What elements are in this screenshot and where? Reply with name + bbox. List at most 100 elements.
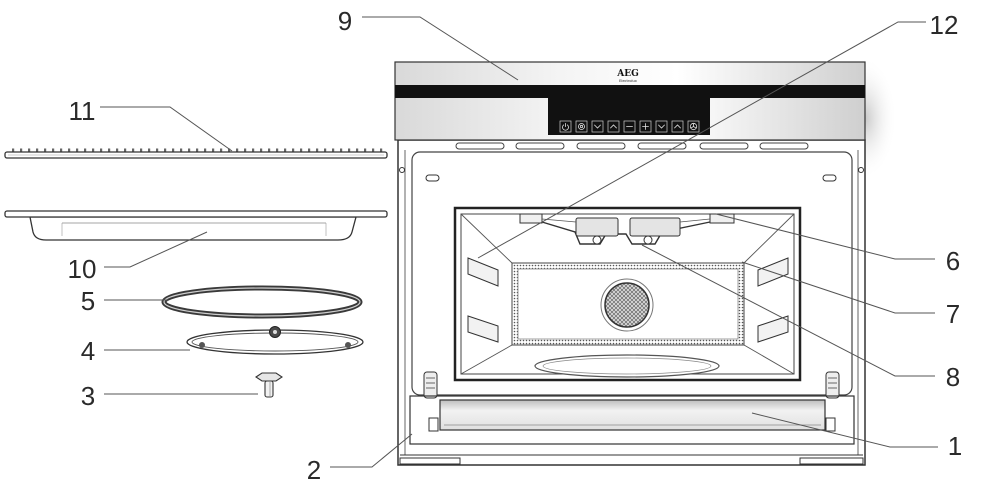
mesh-texture-bottom [512,339,744,345]
cavity-edge-bottom-left [460,344,513,375]
rack-tooth [252,148,255,153]
rack-tooth [20,148,23,153]
leader-lines [100,16,938,468]
rack-tooth [52,148,55,153]
leader-line-6 [715,213,935,260]
door-handle [439,399,826,431]
door-latch-slot-left [425,174,440,182]
hinge-left [423,371,438,399]
ring-groove [163,287,361,317]
fan-icon-ring [689,122,698,131]
rack-tooth [124,148,127,153]
rack-tooth [340,148,343,153]
rack-tooth [356,148,359,153]
panel-button-frame [655,120,668,133]
rack-tooth [164,148,167,153]
rack-tooth [308,148,311,153]
rack-tooth [84,148,87,153]
turntable-coupler [255,372,283,398]
rack-tooth [236,148,239,153]
rack-tooth [100,148,103,153]
fan-icon [689,122,698,131]
callout-11: 11 [69,96,96,126]
panel-button [591,120,604,133]
roller-wheel-left [199,342,205,348]
mesh-texture-top [512,263,744,269]
control-buttons [559,120,700,133]
chevron-up-icon [610,124,617,129]
door-bottom-panel [409,395,855,445]
power-icon [562,123,569,131]
callout-8: 8 [946,362,960,392]
roller-support [186,326,364,355]
panel-button [623,120,636,133]
hinge-right [825,371,840,399]
heater-terminal-left [592,235,602,245]
top-vent-slot [455,142,505,150]
panel-button [655,120,668,133]
door-catch-left [428,417,439,432]
panel-button-frame [575,120,588,133]
panel-button [671,120,684,133]
rack-tooth [196,148,199,153]
back-wall-inner [517,268,739,340]
rack-tooth [380,148,383,153]
rack-tooth [188,148,191,153]
shelf-support-left-upper [467,257,499,287]
panel-button [559,120,572,133]
brand-logo: AEG [616,69,639,79]
cavity-edge-top-left [460,213,513,264]
light-icon-ring [578,123,585,130]
rack-tooth [284,148,287,153]
rack-tooth [140,148,143,153]
chevron-down-icon-stroke [658,124,665,129]
screw-right [858,167,864,173]
turntable-glass [534,354,720,378]
rack-tooth [44,148,47,153]
panel-button [575,120,588,133]
rack-tooth [220,148,223,153]
heater-housing-right [629,217,681,237]
rack-tooth [212,148,215,153]
leader-line-12 [477,21,926,259]
top-vent-slot [759,142,809,150]
rack-tooth [92,148,95,153]
panel-button-frame [591,120,604,133]
rack-teeth [12,148,383,153]
rack-tooth [300,148,303,153]
rack-tooth [156,148,159,153]
control-panel: AEG Electrolux [394,61,866,141]
light-icon [578,123,585,130]
rack-tooth [324,148,327,153]
top-vent-slot [576,142,626,150]
rack-tooth [348,148,351,153]
rack-tooth [260,148,263,153]
rack-tooth [244,148,247,153]
heater-terminal-right [643,235,653,245]
top-vents [455,142,809,150]
tray-rim [4,210,388,218]
coupler-stem [264,380,274,398]
rack-tooth [228,148,231,153]
mesh-texture-left [512,269,518,339]
rack-tooth [268,148,271,153]
roller-wheel-right [345,342,351,348]
screw-left [399,167,405,173]
back-wall [511,262,745,346]
chevron-up-icon-stroke [674,124,681,129]
rack-tooth [204,148,207,153]
control-panel-band [395,85,865,98]
callout-5: 5 [81,286,95,316]
turntable-glass-inner [542,357,712,375]
shelf-support-right-lower [757,315,789,343]
top-vent-slot [637,142,687,150]
rack-tooth [12,148,15,153]
top-vent-slot [699,142,749,150]
rack-tooth [76,148,79,153]
door-catch-right [825,417,836,432]
power-icon-arc [562,124,569,131]
top-vent-slot [515,142,565,150]
plus-icon [642,123,649,130]
cavity-edge-top-right [743,213,795,264]
